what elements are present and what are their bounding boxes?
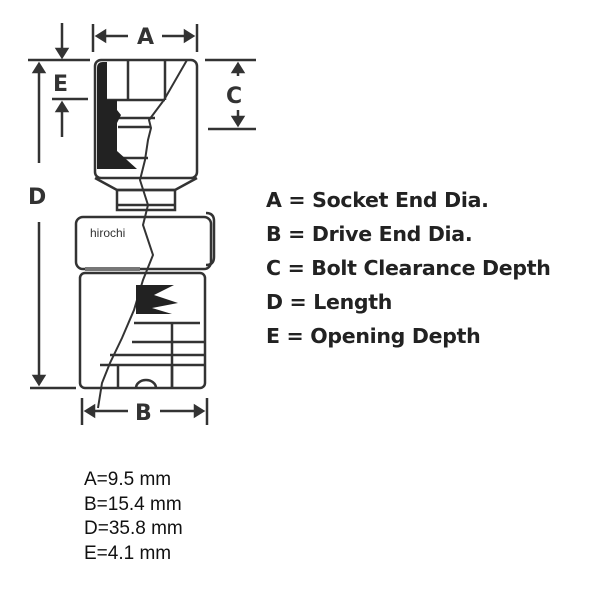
- dimension-c: [205, 58, 256, 131]
- socket-outline: [74, 58, 216, 409]
- dimension-b: [80, 398, 209, 425]
- watermark: hirochi: [90, 226, 126, 240]
- spec-item: D=35.8 mm: [84, 518, 183, 539]
- label-c: C: [226, 84, 242, 109]
- label-a: A: [137, 25, 154, 50]
- spec-item: B=15.4 mm: [84, 493, 182, 515]
- label-b: B: [135, 401, 152, 426]
- legend-item: D = Length: [266, 290, 393, 314]
- legend-item: E = Opening Depth: [266, 324, 481, 348]
- dimension-d: [28, 58, 90, 390]
- dimension-legend: A = Socket End Dia. B = Drive End Dia. C…: [266, 183, 551, 353]
- spec-item: A=9.5 mm: [84, 469, 172, 490]
- legend-item: C = Bolt Clearance Depth: [266, 256, 551, 280]
- spec-list: A=9.5 mm B=15.4 mm D=35.8 mm E=4.1 mm: [84, 468, 183, 566]
- label-d: D: [28, 185, 46, 210]
- legend-item: B = Drive End Dia.: [266, 222, 473, 246]
- spec-item: E=4.1 mm: [84, 542, 172, 564]
- label-e: E: [53, 72, 68, 97]
- dimension-e: [52, 23, 88, 137]
- legend-item: A = Socket End Dia.: [266, 188, 489, 212]
- dimension-a: [91, 24, 199, 52]
